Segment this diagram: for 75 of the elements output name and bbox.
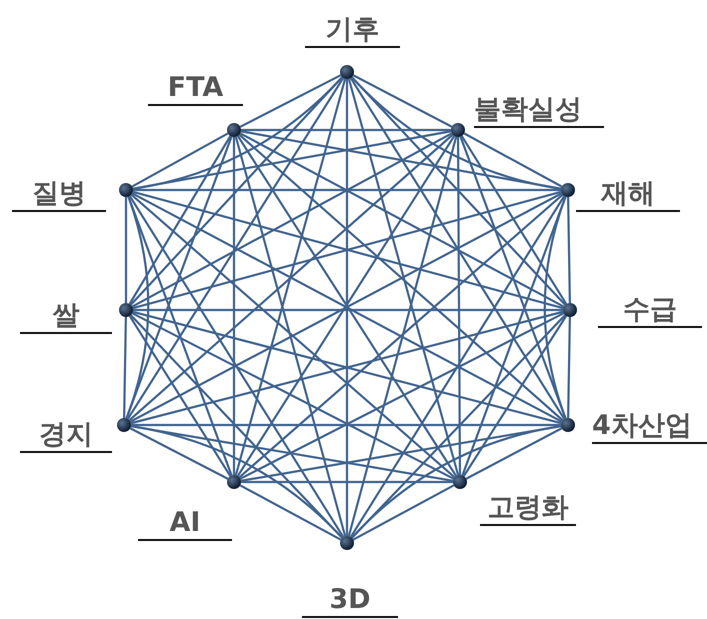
connector-line	[348, 78, 460, 476]
node-label: 기후	[305, 14, 400, 48]
node-label: 고령화	[480, 492, 576, 526]
connector-line	[132, 312, 454, 480]
vertex-dot	[227, 123, 241, 137]
connector-line	[234, 136, 346, 537]
connector-line	[130, 425, 454, 482]
connector-line	[567, 316, 571, 418]
node-label: 경지	[20, 419, 112, 453]
vertex-dot	[340, 65, 354, 79]
node-label: 4차산업	[592, 410, 707, 444]
connector-line	[240, 132, 564, 308]
connector-line	[132, 132, 228, 188]
connector-line	[124, 197, 128, 303]
connector-line	[123, 316, 127, 418]
node-label: 불확실성	[474, 94, 604, 128]
connector-line	[132, 130, 452, 190]
vertex-dot	[561, 418, 575, 432]
vertex-dot	[227, 475, 241, 489]
vertex-dot	[340, 536, 354, 550]
connector-line	[133, 188, 561, 192]
connector-line	[544, 196, 567, 419]
vertex-dot	[453, 475, 467, 489]
connector-line	[130, 314, 343, 539]
connector-line	[456, 137, 462, 475]
connector-line	[459, 136, 567, 419]
connector-line	[240, 312, 564, 480]
connector-line	[350, 76, 566, 306]
connector-line	[128, 134, 454, 422]
vertex-dot	[119, 183, 133, 197]
connector-line	[130, 194, 456, 478]
connector-line	[461, 196, 567, 476]
connector-line	[241, 128, 451, 132]
connector-line	[238, 134, 564, 422]
connector-line	[346, 79, 348, 536]
connector-line	[352, 484, 454, 541]
vertex-dot	[561, 183, 575, 197]
node-label: AI	[138, 507, 232, 541]
connector-line	[352, 74, 452, 128]
connector-line	[234, 78, 346, 476]
vertex-dot	[117, 418, 131, 432]
connector-line	[567, 196, 571, 304]
connector-line	[240, 425, 562, 482]
connector-line	[128, 195, 344, 538]
node-label: FTA	[148, 72, 243, 106]
connector-line	[125, 136, 233, 419]
connector-line	[240, 74, 342, 128]
connector-line	[232, 137, 236, 475]
node-label: 쌀	[20, 300, 112, 334]
connector-line	[240, 130, 562, 190]
connector-line	[464, 132, 562, 188]
node-label: 3D	[302, 584, 398, 618]
connector-line	[238, 194, 564, 478]
node-label: 질병	[12, 178, 106, 212]
connector-line	[348, 136, 458, 537]
vertex-dot	[451, 123, 465, 137]
connector-line	[133, 308, 563, 312]
connector-line	[128, 135, 232, 305]
vertex-dot	[119, 303, 133, 317]
node-label: 재해	[576, 178, 680, 212]
connector-line	[132, 132, 452, 308]
connector-line	[350, 77, 566, 420]
connector-line	[241, 480, 453, 484]
connector-line	[240, 484, 342, 541]
connector-line	[350, 195, 566, 538]
connector-line	[126, 77, 344, 420]
node-label: 수급	[598, 294, 702, 328]
connector-line	[131, 424, 561, 426]
vertex-dot	[563, 303, 577, 317]
connector-line	[128, 315, 232, 477]
connector-line	[460, 135, 568, 305]
connector-line	[466, 427, 562, 480]
connector-line	[130, 427, 228, 480]
connector-line	[462, 315, 568, 477]
connector-line	[125, 196, 150, 419]
